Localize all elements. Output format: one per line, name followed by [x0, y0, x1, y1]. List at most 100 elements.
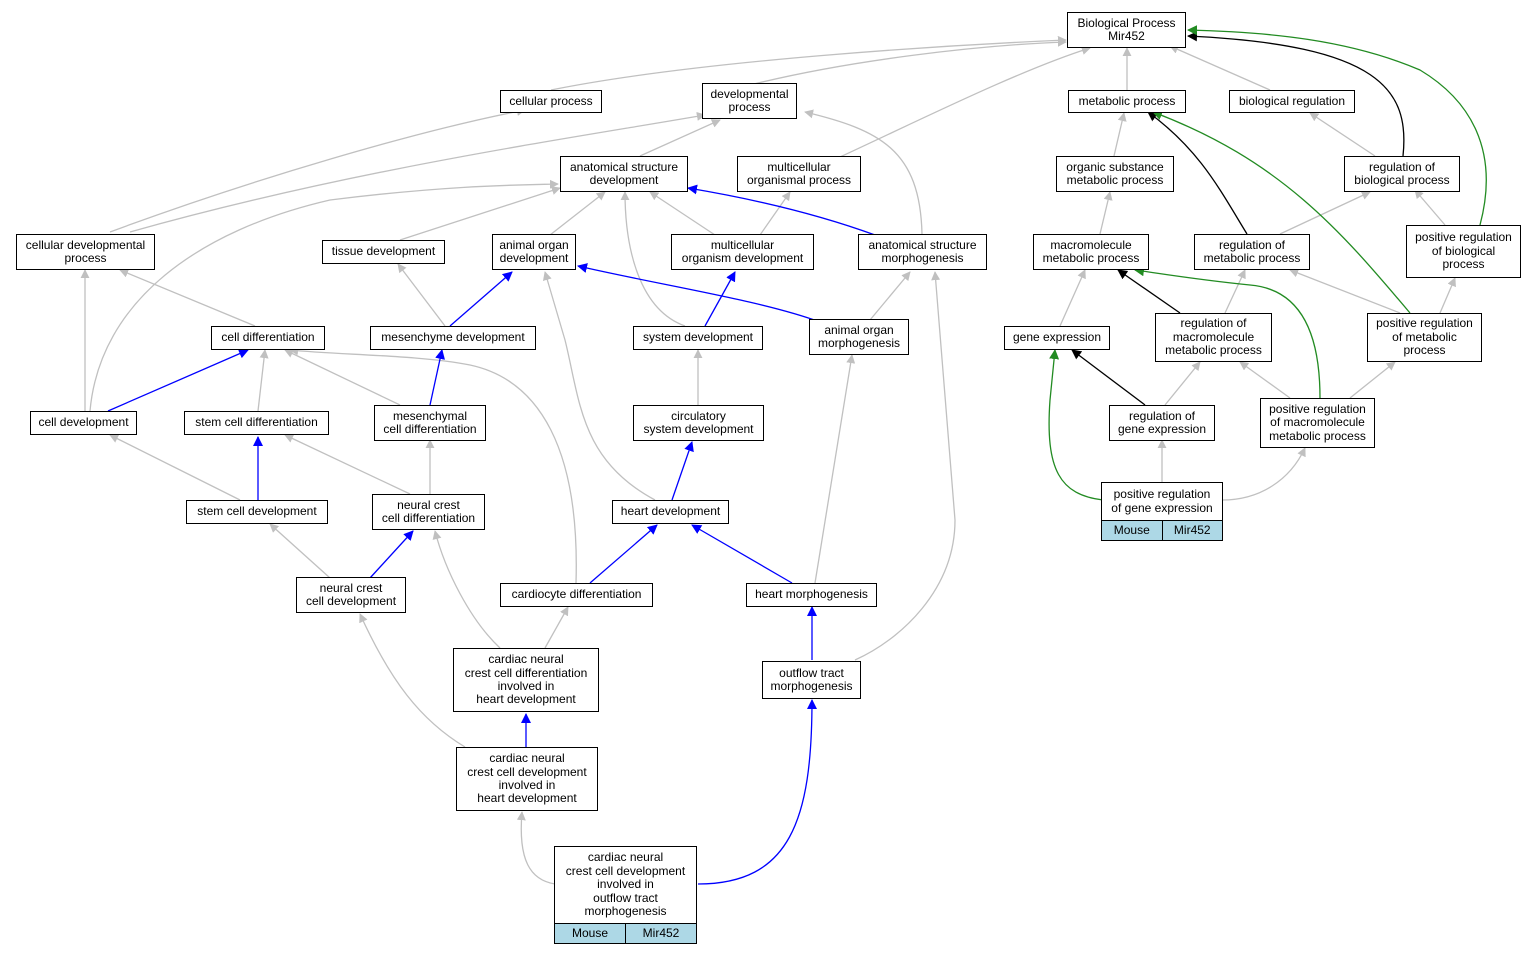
edge-cdev-cdiff: [107, 349, 249, 412]
edge-nccdev-nccdiff: [369, 530, 414, 579]
node-biological-regulation[interactable]: biological regulation: [1229, 90, 1355, 113]
node-label-line: gene expression: [1012, 330, 1102, 345]
node-label-line: process: [728, 100, 771, 114]
annotation-cell: Mir452: [1161, 521, 1223, 540]
edge-nccdiff-scdiff: [284, 434, 411, 495]
node-stem-cell-development[interactable]: stem cell development: [186, 500, 328, 524]
edge-ge-mmp: [1059, 269, 1086, 327]
edge-nccdev-scdev: [269, 523, 331, 579]
edge-mod-asd: [649, 191, 716, 236]
node-cellular-process[interactable]: cellular process: [500, 90, 602, 113]
node-label-line: regulation of: [1218, 237, 1286, 252]
edge-mop-bp: [839, 46, 1091, 158]
node-label-line: cardiocyte differentiation: [511, 587, 642, 602]
edge-cncdiff-cardiod: [544, 606, 569, 649]
node-label-line: metabolic process: [1203, 251, 1301, 265]
node-label-line: stem cell development: [197, 504, 317, 519]
node-label-line: macromolecule: [1050, 237, 1132, 252]
edge-cdiff-cdp: [119, 268, 256, 327]
node-label-line: cardiac neural: [488, 652, 564, 667]
regulates-edges: [1071, 31, 1405, 406]
node-gene-expression[interactable]: gene expression: [1004, 326, 1110, 350]
node-label-line: involved in: [497, 679, 555, 693]
node-label-line: positive regulation: [1376, 316, 1473, 331]
node-label-line: macromolecule: [1172, 329, 1255, 344]
node-label-line: circulatory: [671, 408, 726, 423]
node-label-line: of gene expression: [1111, 500, 1213, 515]
edge-cdev-asd: [89, 179, 559, 412]
edge-cncot-otm: [697, 699, 817, 885]
node-label-line: multicellular: [710, 237, 775, 252]
edge-rbp-bp: [1187, 31, 1405, 157]
node-label-line: biological regulation: [1238, 93, 1346, 108]
edge-cardiod-cdiff: [289, 346, 577, 584]
edge-td-asd: [399, 186, 561, 241]
node-system-development[interactable]: system development: [633, 326, 763, 350]
node-label-line: anatomical structure: [569, 159, 679, 174]
edge-sd-asd: [620, 191, 686, 327]
node-label-line: cell differentiation: [383, 422, 477, 436]
edge-rge-rmmp: [1164, 361, 1201, 406]
node-label-line: heart development: [477, 791, 577, 806]
node-heart-development[interactable]: heart development: [612, 500, 729, 524]
node-label-line: process: [64, 251, 107, 265]
edge-prmmp-prmp: [1349, 361, 1396, 399]
node-label-line: stem cell differentiation: [195, 415, 318, 430]
edge-aom-aod: [577, 263, 821, 323]
is-a-edges: [80, 35, 1456, 885]
node-mesenchyme-development[interactable]: mesenchyme development: [370, 326, 536, 350]
part-of-edges: [107, 184, 876, 885]
node-cell-differentiation[interactable]: cell differentiation: [211, 326, 325, 350]
node-tissue-development[interactable]: tissue development: [322, 240, 445, 264]
node-cell-development[interactable]: cell development: [30, 411, 137, 435]
node-label-line: cell development: [38, 415, 129, 430]
edge-cardiod-hd: [589, 524, 658, 584]
edge-hd-csd: [671, 441, 694, 501]
node-heart-morphogenesis[interactable]: heart morphogenesis: [746, 583, 877, 607]
node-label-line: cardiac neural: [489, 751, 565, 766]
node-label-line: crest cell development: [565, 863, 686, 878]
edge-asm-dp: [804, 109, 923, 235]
node-label-line: neural crest: [397, 497, 460, 512]
node-label-line: morphogenesis: [584, 904, 667, 919]
node-label-line: morphogenesis: [770, 679, 853, 693]
node-cardiocyte-differentiation[interactable]: cardiocyte differentiation: [500, 583, 653, 607]
node-label-line: involved in: [498, 778, 556, 792]
edge-cdp-cp: [109, 107, 526, 233]
node-stem-cell-differentiation[interactable]: stem cell differentiation: [184, 411, 329, 435]
edge-cp-bp: [550, 35, 1067, 91]
node-label-line: cell differentiation: [381, 511, 476, 525]
node-label-line: heart development: [620, 504, 721, 519]
node-label-line: metabolic process: [1066, 173, 1164, 187]
node-metabolic-process[interactable]: metabolic process: [1068, 90, 1186, 113]
